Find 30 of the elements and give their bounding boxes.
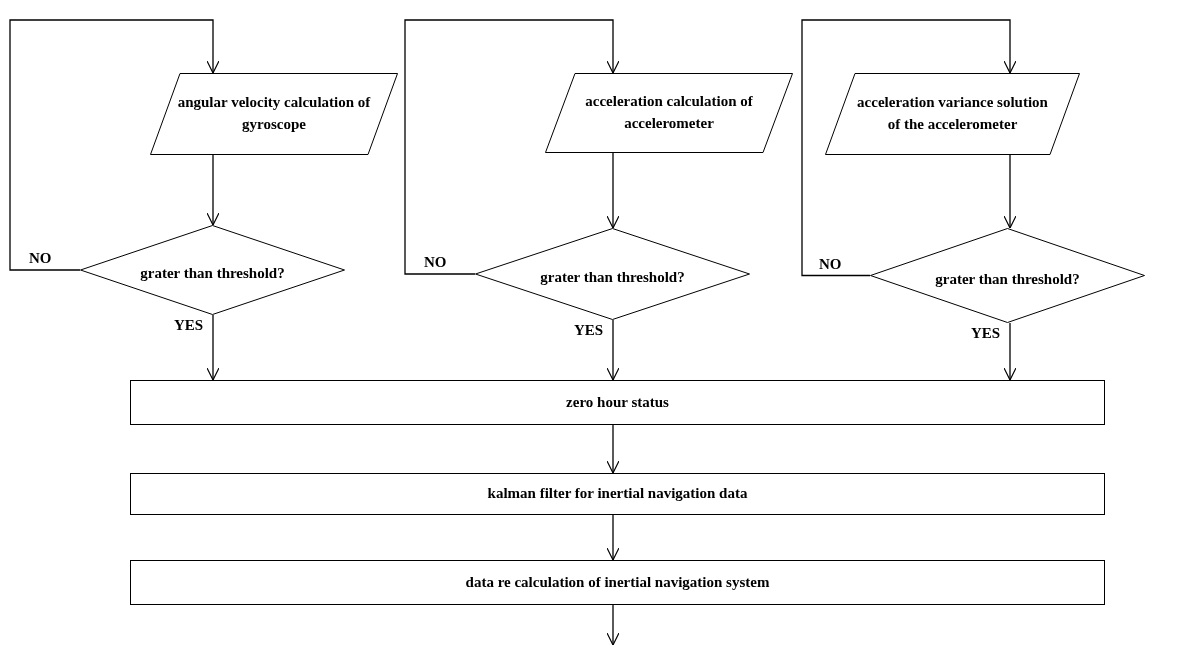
node-text: acceleration calculation of accelerometer — [584, 92, 754, 133]
arrow — [606, 424, 620, 474]
node-text: data re calculation of inertial navigation system — [465, 572, 770, 592]
arrow — [1003, 322, 1017, 381]
arrow — [1003, 154, 1017, 229]
node-text: kalman filter for inertial navigation data — [487, 484, 748, 504]
node-text: grater than threshold? — [540, 268, 685, 288]
decision-diamond — [870, 228, 1145, 323]
arrow — [206, 314, 220, 381]
node-text: grater than threshold? — [935, 269, 1080, 289]
node-text: acceleration variance solution of the accelerometer — [856, 93, 1049, 134]
input-output-parallelogram — [825, 73, 1080, 155]
loop-arrow — [9, 19, 220, 271]
node-text: angular velocity calculation of gyroscope — [176, 93, 372, 134]
process-box — [130, 560, 1105, 605]
arrow — [206, 154, 220, 226]
input-output-parallelogram — [150, 73, 398, 155]
decision-diamond — [475, 228, 750, 320]
decision-diamond — [80, 225, 345, 315]
loop-arrow — [404, 19, 620, 275]
arrow — [606, 319, 620, 381]
node-text: grater than threshold? — [140, 264, 285, 284]
arrow — [606, 604, 620, 646]
node-text: zero hour status — [566, 392, 669, 412]
input-output-parallelogram — [545, 73, 793, 153]
process-box — [130, 380, 1105, 425]
arrow — [606, 152, 620, 229]
loop-arrow — [801, 19, 1017, 277]
process-box — [130, 473, 1105, 515]
arrow — [606, 514, 620, 561]
